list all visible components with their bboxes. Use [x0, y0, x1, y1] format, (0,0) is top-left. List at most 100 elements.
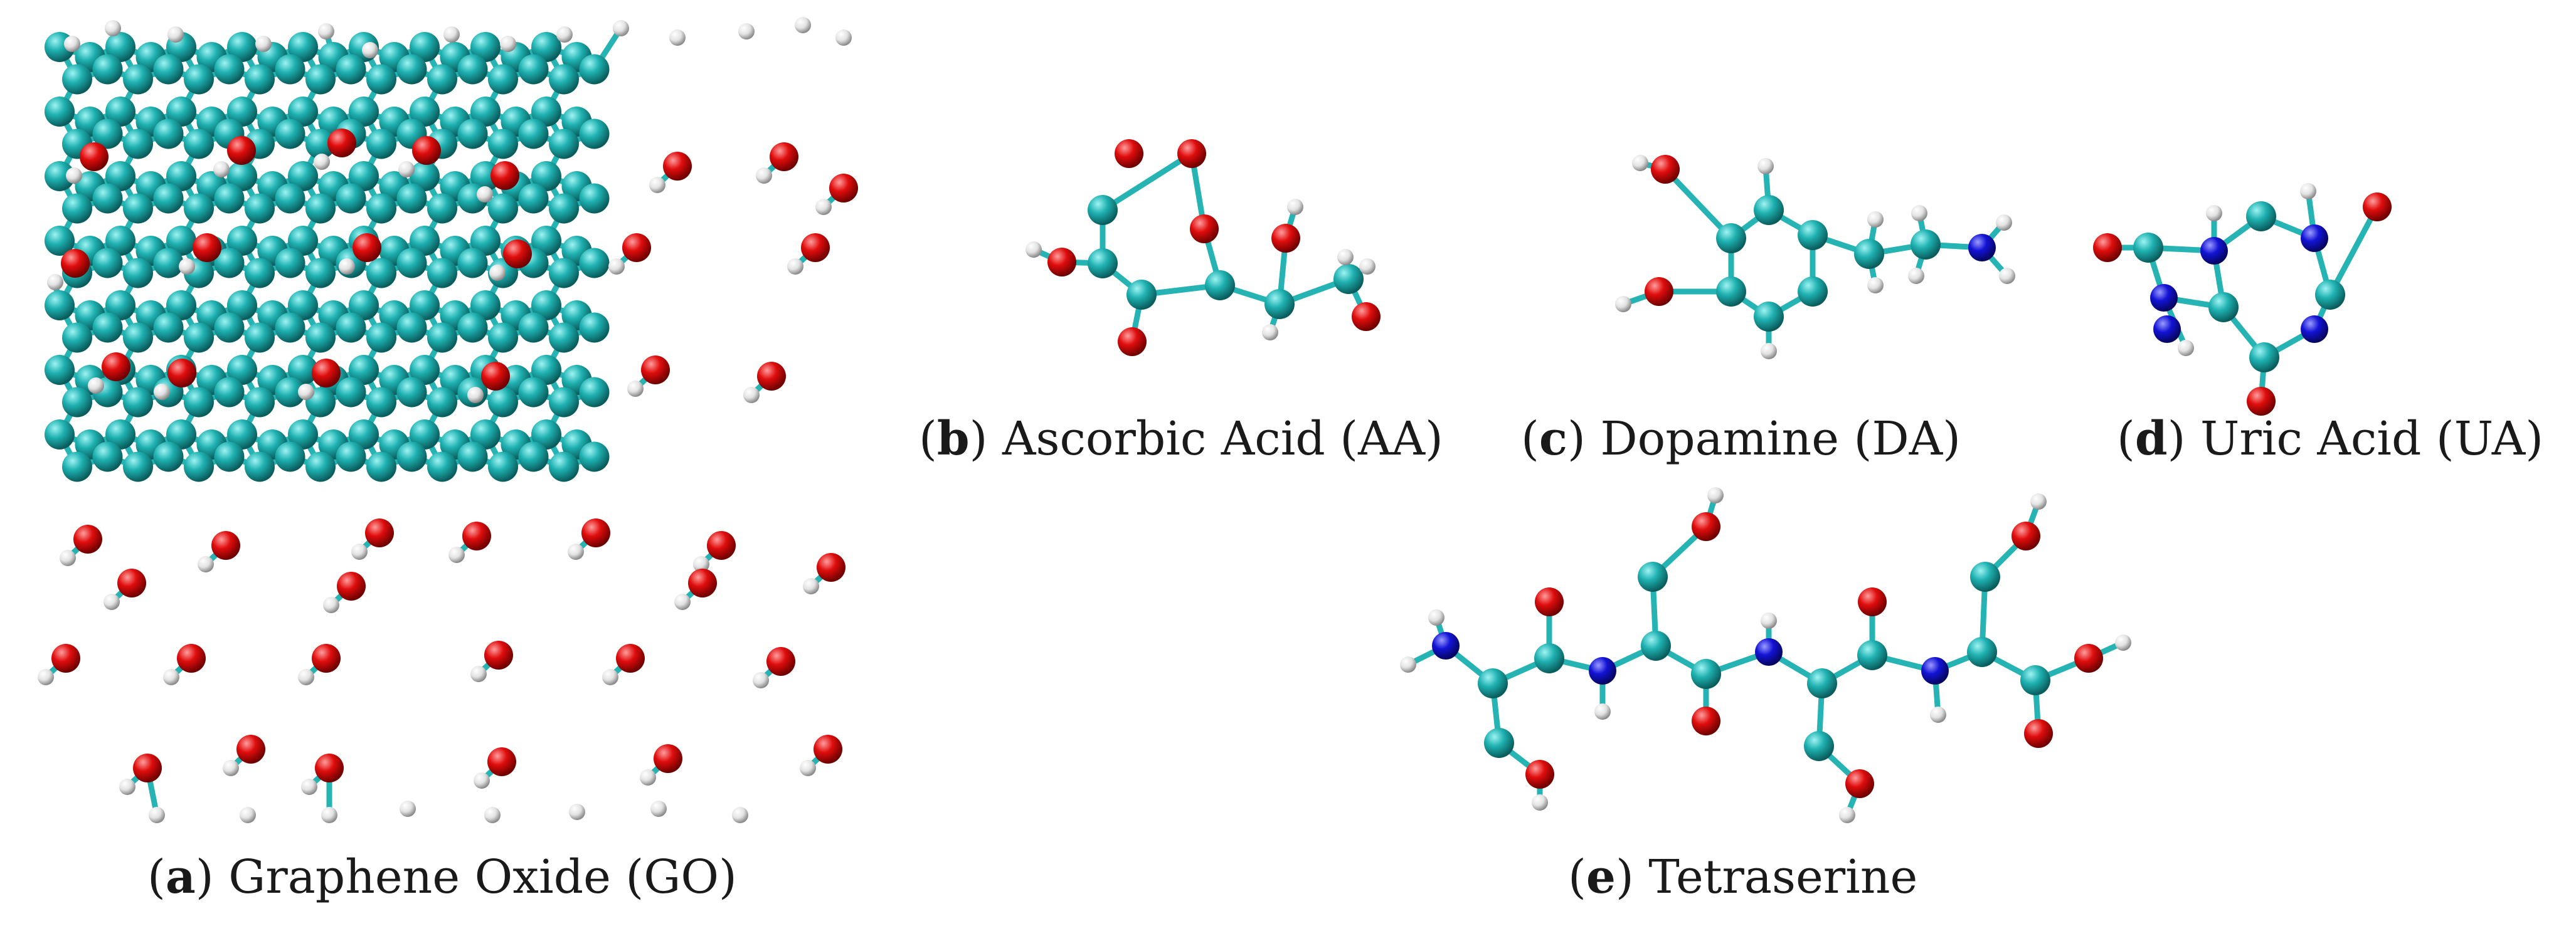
- hydrogen-atom: [339, 258, 355, 275]
- carbon-atom: [1807, 668, 1837, 698]
- oxygen-atom: [616, 644, 645, 673]
- hydrogen-atom: [255, 36, 272, 52]
- carbon-atom: [45, 97, 75, 127]
- carbon-atom: [184, 387, 214, 418]
- carbon-atom: [227, 32, 257, 62]
- carbon-atom: [531, 226, 561, 256]
- carbon-atom: [105, 226, 135, 256]
- carbon-atom: [549, 387, 579, 418]
- carbon-atom: [470, 290, 501, 320]
- carbon-atom: [366, 193, 396, 224]
- carbon-atom: [488, 322, 518, 353]
- carbon-atom: [457, 248, 488, 278]
- carbon-atom: [427, 258, 457, 288]
- carbon-atom: [366, 64, 396, 95]
- carbon-atom: [470, 419, 501, 450]
- hydrogen-atom: [787, 258, 803, 275]
- caption-letter: c: [1539, 412, 1567, 466]
- carbon-atom: [1534, 643, 1564, 673]
- caption-text: Tetraserine: [1648, 850, 1918, 904]
- carbon-atom: [184, 129, 214, 159]
- carbon-atom: [123, 322, 153, 353]
- bond: [2327, 204, 2380, 298]
- oxygen-atom: [1352, 302, 1381, 331]
- carbon-atom: [305, 322, 336, 353]
- nitrogen-atom: [2301, 224, 2328, 252]
- hydrogen-atom: [1707, 487, 1724, 503]
- carbon-atom: [275, 441, 305, 472]
- carbon-atom: [366, 258, 396, 288]
- hydrogen-atom: [321, 807, 337, 823]
- carbon-atom: [396, 183, 427, 214]
- oxygen-atom: [1177, 139, 1206, 168]
- carbon-atom: [245, 258, 275, 288]
- carbon-atom: [92, 441, 123, 472]
- oxygen-atom: [2012, 522, 2040, 550]
- hydrogen-atom: [400, 801, 416, 817]
- carbon-atom: [366, 387, 396, 418]
- hydrogen-atom: [163, 669, 179, 685]
- hydrogen-atom: [470, 666, 487, 682]
- oxygen-atom: [490, 161, 519, 190]
- carbon-atom: [166, 419, 196, 450]
- hydrogen-atom: [448, 547, 465, 563]
- carbon-atom: [427, 387, 457, 418]
- hydrogen-atom: [179, 258, 195, 275]
- carbon-atom: [184, 451, 214, 482]
- carbon-atom: [1804, 731, 1834, 761]
- tetraserine-model: [1400, 487, 2131, 823]
- ascorbic-acid-model: [1026, 139, 1381, 356]
- hydrogen-atom: [1026, 241, 1042, 258]
- carbon-atom: [2020, 665, 2050, 695]
- nitrogen-atom: [2301, 315, 2328, 343]
- caption-text: Ascorbic Acid (AA): [1002, 412, 1443, 466]
- caption-letter: e: [1586, 850, 1616, 904]
- hydrogen-atom: [756, 167, 772, 184]
- hydrogen-atom: [795, 17, 811, 33]
- oxygen-atom: [707, 531, 736, 560]
- carbon-atom: [2246, 201, 2276, 231]
- carbon-atom: [1088, 248, 1118, 278]
- carbon-atom: [288, 97, 318, 127]
- oxygen-atom: [770, 142, 798, 171]
- caption-text: Dopamine (DA): [1600, 412, 1961, 466]
- dopamine-model: [1615, 155, 2015, 359]
- oxygen-atom: [1692, 512, 1720, 541]
- carbon-atom: [336, 312, 366, 343]
- hydrogen-atom: [2206, 205, 2222, 221]
- carbon-atom: [518, 377, 549, 408]
- carbon-atom: [579, 377, 610, 408]
- hydrogen-atom: [732, 807, 748, 823]
- hydrogen-atom: [1287, 199, 1303, 215]
- carbon-atom: [123, 258, 153, 288]
- hydrogen-atom: [627, 381, 644, 397]
- hydrogen-atom: [650, 801, 667, 817]
- carbon-atom: [488, 193, 518, 224]
- oxygen-atom: [1845, 769, 1874, 798]
- oxygen-atom: [1535, 587, 1564, 616]
- oxygen-atom: [484, 641, 513, 670]
- carbon-atom: [366, 322, 396, 353]
- hydrogen-atom: [800, 760, 816, 776]
- carbon-atom: [245, 193, 275, 224]
- oxygen-atom: [817, 553, 845, 582]
- carbon-atom: [227, 355, 257, 385]
- hydrogen-atom: [738, 23, 755, 39]
- carbon-atom: [531, 32, 561, 62]
- carbon-atom: [92, 183, 123, 214]
- carbon-atom: [457, 54, 488, 85]
- carbon-atom: [45, 355, 75, 385]
- hydrogen-atom: [398, 161, 415, 177]
- oxygen-atom: [327, 129, 356, 157]
- carbon-atom: [105, 97, 135, 127]
- oxygen-atom: [73, 525, 102, 554]
- hydrogen-atom: [608, 258, 625, 275]
- hydrogen-atom: [1615, 296, 1631, 312]
- oxygen-atom: [337, 572, 366, 601]
- carbon-atom: [488, 64, 518, 95]
- carbon-atom: [1854, 239, 1884, 269]
- carbon-atom: [531, 97, 561, 127]
- carbon-atom: [305, 451, 336, 482]
- hydrogen-atom: [1839, 807, 1855, 823]
- oxygen-atom: [2247, 387, 2276, 416]
